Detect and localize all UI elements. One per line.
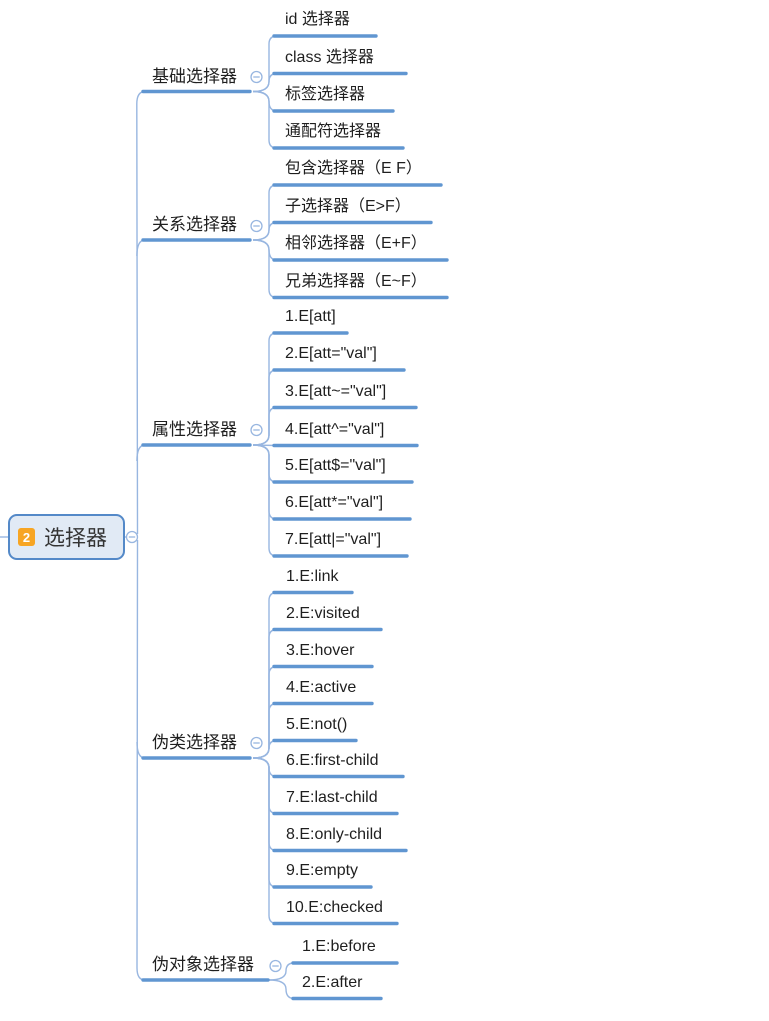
branch-basic-selectors[interactable]: 基础选择器 [152,66,237,86]
child-attr-2[interactable]: 2.E[att="val"] [285,345,377,362]
branch-attribute-collapse-toggle[interactable] [250,423,263,437]
child-attr-4[interactable]: 4.E[att^="val"] [285,420,385,438]
branch-pseudo-class-selectors[interactable]: 伪类选择器 [152,733,237,752]
child-pseudo-visited[interactable]: 2.E:visited [286,604,360,622]
child-class-selector[interactable]: class 选择器 [285,48,374,66]
branch-pseudo-class-collapse-toggle[interactable] [250,736,263,750]
trunk-branch2-line [136,239,146,257]
child-pseudo-checked[interactable]: 10.E:checked [286,898,383,916]
child-pseudo-hover[interactable]: 3.E:hover [286,641,355,659]
child-sibling-selector[interactable]: 兄弟选择器（E~F） [285,272,427,290]
child-pseudo-first-child[interactable]: 6.E:first-child [286,751,379,769]
branch-attribute-selectors[interactable]: 属性选择器 [152,420,237,439]
trunk-branch3-line [136,444,146,462]
child-pseudo-before[interactable]: 1.E:before [302,938,376,955]
child-pseudo-last-child[interactable]: 7.E:last-child [286,788,378,806]
branch-pseudo-element-collapse-toggle[interactable] [269,959,282,973]
child-wildcard-selector[interactable]: 通配符选择器 [285,123,382,140]
child-adjacent-selector[interactable]: 相邻选择器（E+F） [285,235,427,252]
child-child-selector[interactable]: 子选择器（E>F） [285,197,411,215]
priority-badge: 2 [18,528,35,546]
root-node-selector[interactable]: 2 选择器 [8,514,125,560]
trunk-branch4-line [136,741,146,759]
branch-relation-selectors[interactable]: 关系选择器 [152,215,237,234]
trunk-down-line [136,539,146,981]
trunk-up-line [136,90,146,535]
branch-pseudo-element-selectors[interactable]: 伪对象选择器 [152,955,254,974]
node-underlines [141,34,449,1001]
child-attr-7[interactable]: 7.E[att|="val"] [285,531,382,548]
child-pseudo-link[interactable]: 1.E:link [286,567,339,585]
child-pseudo-not[interactable]: 5.E:not() [286,715,348,733]
child-pseudo-after[interactable]: 2.E:after [302,973,363,991]
branch-relation-collapse-toggle[interactable] [250,219,263,233]
child-attr-6[interactable]: 6.E[att*="val"] [285,494,384,511]
child-tag-selector[interactable]: 标签选择器 [285,86,366,103]
child-descendant-selector[interactable]: 包含选择器（E F） [285,160,422,177]
root-label: 选择器 [44,527,107,550]
child-pseudo-only-child[interactable]: 8.E:only-child [286,825,383,843]
child-pseudo-active[interactable]: 4.E:active [286,678,357,696]
child-pseudo-empty[interactable]: 9.E:empty [286,862,359,879]
child-attr-3[interactable]: 3.E[att~="val"] [285,382,387,400]
child-attr-1[interactable]: 1.E[att] [285,308,336,325]
root-collapse-toggle[interactable] [125,530,139,544]
child-attr-5[interactable]: 5.E[att$="val"] [285,457,386,474]
branch-basic-collapse-toggle[interactable] [250,70,263,84]
child-id-selector[interactable]: id 选择器 [285,11,350,28]
